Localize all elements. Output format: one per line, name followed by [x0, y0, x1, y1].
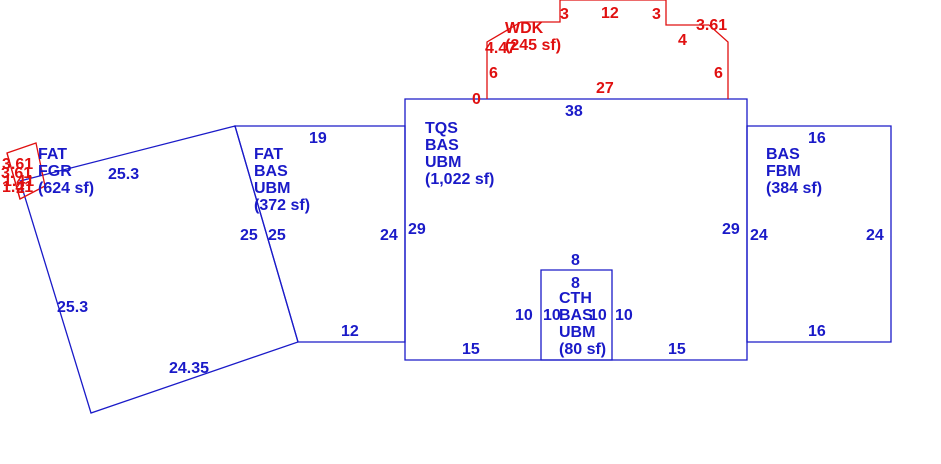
bas-right-top-dim: 16: [808, 130, 826, 147]
wdk-step-left-dim: 3: [560, 6, 569, 23]
fgr-inner-line: [6, 152, 21, 200]
bas-right-area: (384 sf): [766, 180, 822, 197]
fat-left-top-dim: 25.3: [108, 166, 139, 183]
wdk-top-dim: 12: [601, 5, 619, 22]
fat-mid-right-dim: 24: [380, 227, 398, 244]
fat-left-right-dim: 25: [240, 227, 258, 244]
fat-left-side-dim: 25.3: [57, 299, 88, 316]
bas-right-bottom-dim: 16: [808, 323, 826, 340]
fat-mid-left-dim: 25: [268, 227, 286, 244]
wdk-zero-dim: 0: [472, 91, 481, 108]
cth-top-inner-dim: 8: [571, 275, 580, 292]
cth-label-3: UBM: [559, 324, 595, 341]
fat-left-bottom-dim: 24.35: [169, 360, 209, 377]
cth-left-inner-dim: 10: [543, 307, 561, 324]
fat-mid-top-dim: 19: [309, 130, 327, 147]
cth-area: (80 sf): [559, 341, 606, 358]
tqs-bottom-left-dim: 15: [462, 341, 480, 358]
fat-mid-area: (372 sf): [254, 197, 310, 214]
tqs-area: (1,022 sf): [425, 171, 494, 188]
tqs-bottom-right-dim: 15: [668, 341, 686, 358]
cth-label-1: CTH: [559, 290, 592, 307]
tqs-label-1: TQS: [425, 120, 458, 137]
wdk-label: WDK: [505, 20, 544, 37]
cth-label-2: BAS: [559, 307, 593, 324]
fat-mid-label-3: UBM: [254, 180, 290, 197]
fgr-dim-2: 3.61: [1, 165, 32, 182]
fgr-dim-3: 1.41: [3, 173, 34, 190]
wdk-diag-left-dim: 4.47: [485, 40, 516, 57]
wdk-bottom-dim: 27: [596, 80, 614, 97]
fat-mid-bottom-dim: 12: [341, 323, 359, 340]
bas-right-label-2: FBM: [766, 163, 801, 180]
fat-left-label-1: FAT: [38, 146, 67, 163]
tqs-left-dim: 29: [408, 221, 426, 238]
cth-right-inner-dim: 10: [589, 307, 607, 324]
bas-right-outline: [746, 125, 892, 343]
bas-right-right-dim: 24: [866, 227, 884, 244]
wdk-left-dim: 6: [489, 65, 498, 82]
wdk-area: (245 sf): [505, 37, 561, 54]
wdk-right-dim: 6: [714, 65, 723, 82]
fat-left-area: (624 sf): [38, 180, 94, 197]
wdk-outline: [486, 0, 729, 99]
tqs-label-2: BAS: [425, 137, 459, 154]
fgr-dim-5: 2: [16, 180, 25, 197]
wdk-right-inner-dim: 4: [678, 32, 687, 49]
fgr-dim-4: 1.41: [2, 179, 33, 196]
tqs-right-dim: 29: [722, 221, 740, 238]
fat-left-outline: [19, 125, 299, 414]
fat-mid-label-2: BAS: [254, 163, 288, 180]
tqs-label-3: UBM: [425, 154, 461, 171]
cth-right-outer-dim: 10: [615, 307, 633, 324]
tqs-top-dim: 38: [565, 103, 583, 120]
wdk-step-right-dim: 3: [652, 6, 661, 23]
fat-left-label-2: FGR: [38, 163, 72, 180]
cth-top-outer-dim: 8: [571, 252, 580, 269]
bas-right-label-1: BAS: [766, 146, 800, 163]
bas-right-left-dim: 24: [750, 227, 768, 244]
cth-left-outer-dim: 10: [515, 307, 533, 324]
cth-outline: [540, 269, 613, 361]
wdk-diag-right-dim: 3.61: [696, 17, 727, 34]
fgr-dim-1: 3.61: [2, 156, 33, 173]
fat-mid-label-1: FAT: [254, 146, 283, 163]
